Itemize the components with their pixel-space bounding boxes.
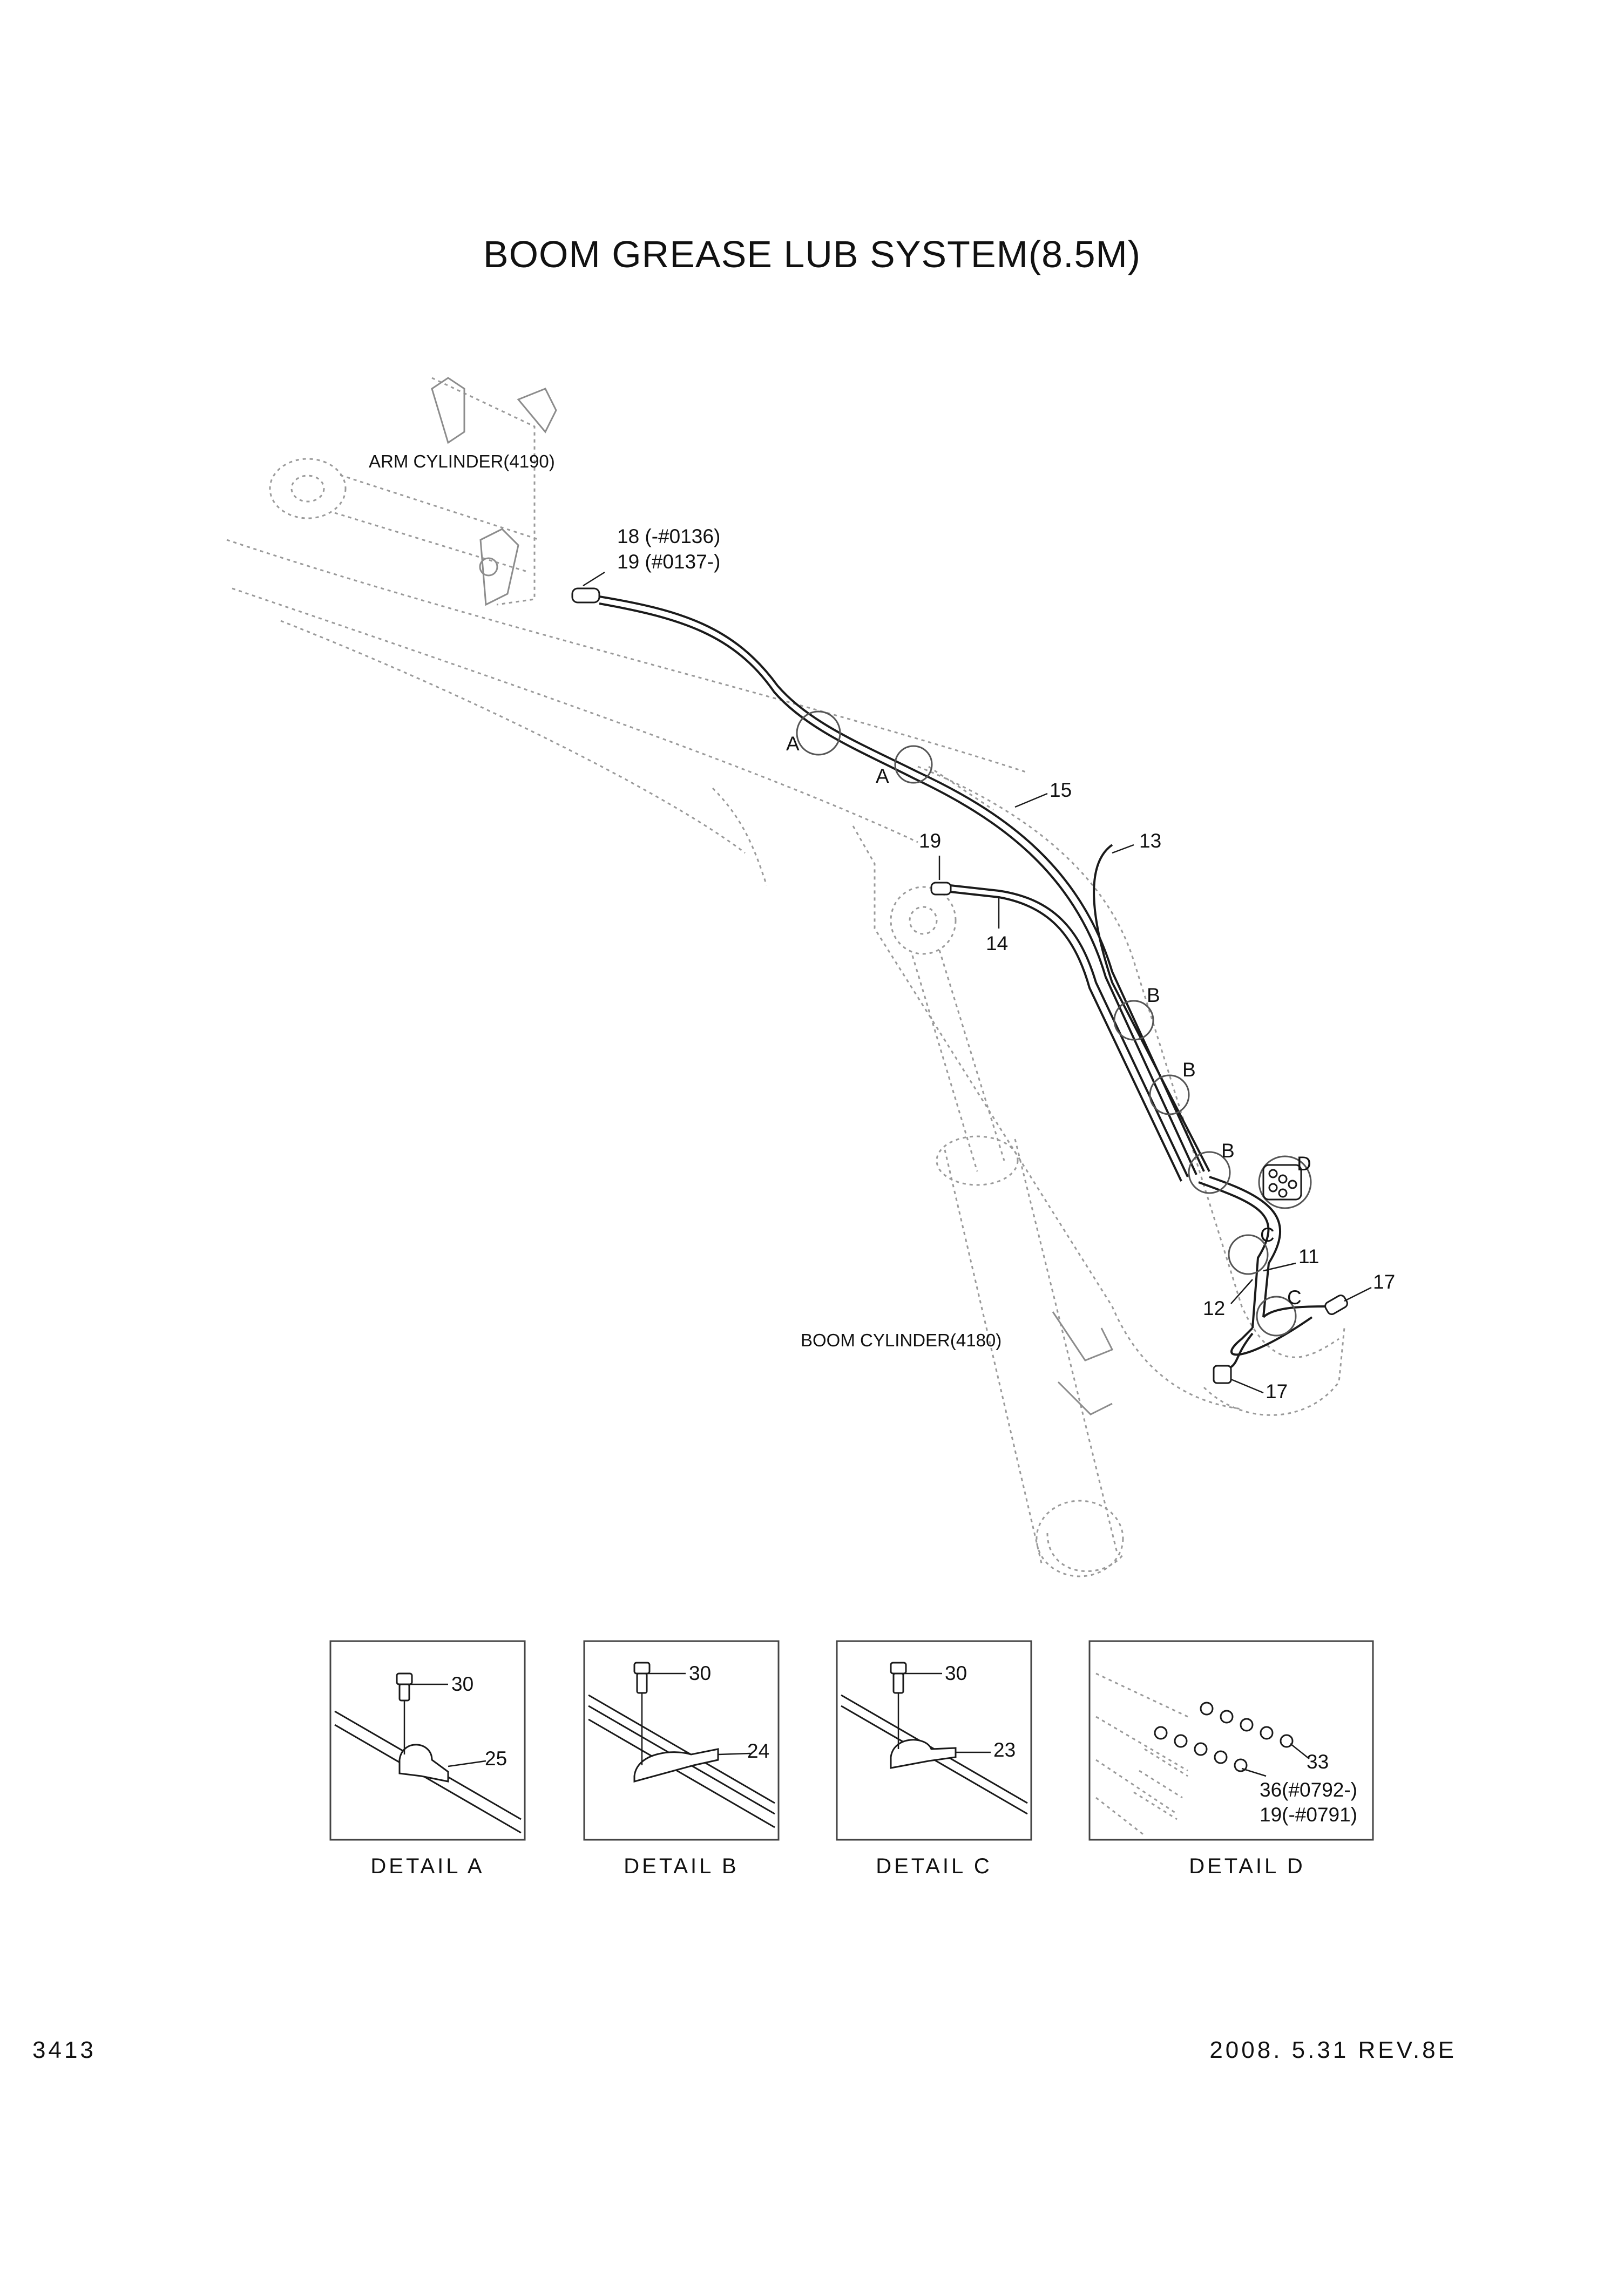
detail-d-36: 36(#0792-)	[1260, 1779, 1357, 1801]
callout-14: 14	[986, 932, 1008, 954]
callout-13: 13	[1139, 830, 1161, 852]
detail-b-panel: 30 24 DETAIL B	[583, 1640, 780, 1878]
detail-a-bolt: 30	[451, 1673, 473, 1695]
callout-15: 15	[1050, 779, 1072, 801]
label-boom-cylinder: BOOM CYLINDER(4180)	[801, 1330, 1002, 1350]
label-arm-cylinder: ARM CYLINDER(4190)	[369, 451, 555, 471]
detail-b-bolt: 30	[689, 1662, 711, 1684]
callout-19-top: 19 (#0137-)	[617, 551, 720, 573]
ghost-boom-outline	[226, 377, 1345, 1577]
callout-b2: B	[1182, 1059, 1196, 1081]
callout-b1: B	[1147, 984, 1160, 1006]
clamp-a2	[894, 745, 933, 784]
callout-18: 18 (-#0136)	[617, 525, 720, 547]
detail-a-panel: 30 25 DETAIL A	[329, 1640, 526, 1878]
revision-date: 2008. 5.31 REV.8E	[1209, 2037, 1457, 2063]
detail-d-panel: 33 36(#0792-) 19(-#0791) DETAIL D	[1088, 1640, 1374, 1878]
callout-a1: A	[786, 733, 800, 755]
detail-c-clamp: 23	[993, 1739, 1016, 1761]
detail-a-label: DETAIL A	[370, 1854, 484, 1878]
fitting-19	[930, 882, 952, 896]
hose-fittings	[571, 587, 1348, 1384]
bolt-30-c	[890, 1662, 907, 1675]
clamp-b2	[1149, 1074, 1190, 1115]
page-number: 3413	[32, 2037, 96, 2063]
callout-c1: C	[1260, 1224, 1275, 1246]
detail-c-panel: 30 23 DETAIL C	[836, 1640, 1032, 1878]
bolt-30-b	[633, 1662, 651, 1675]
callout-a2: A	[876, 765, 889, 787]
detail-c-bolt: 30	[945, 1662, 967, 1684]
callout-d: D	[1297, 1153, 1311, 1175]
grease-hoses	[599, 595, 1329, 1382]
detail-d-19: 19(-#0791)	[1260, 1804, 1357, 1826]
detail-d-label: DETAIL D	[1189, 1854, 1305, 1878]
grease-nipples	[1133, 1702, 1294, 1820]
clamp-c2	[1256, 1296, 1297, 1337]
detail-b-clamp: 24	[747, 1740, 769, 1762]
detail-c-label: DETAIL C	[876, 1854, 992, 1878]
bolt-30-a	[396, 1672, 413, 1685]
clamp-c1	[1228, 1234, 1269, 1275]
clamp-b1	[1113, 1000, 1154, 1041]
callout-11: 11	[1298, 1245, 1319, 1268]
clamp-d-block	[1258, 1155, 1312, 1209]
callout-c2: C	[1287, 1286, 1302, 1309]
clamp-a1	[796, 710, 841, 756]
clamp-b3	[1188, 1151, 1231, 1194]
callout-b3: B	[1221, 1140, 1235, 1162]
detail-d-33: 33	[1307, 1751, 1329, 1773]
manifold-d	[1262, 1164, 1302, 1201]
fitting-17-right	[1324, 1295, 1348, 1315]
callout-17-left: 17	[1266, 1380, 1288, 1403]
detail-a-clamp: 25	[485, 1747, 507, 1770]
fitting-17-left	[1213, 1365, 1232, 1384]
leader-lines	[583, 571, 1372, 1394]
diagram-title: BOOM GREASE LUB SYSTEM(8.5M)	[483, 233, 1141, 275]
callout-17-right: 17	[1373, 1271, 1395, 1293]
callout-12: 12	[1203, 1297, 1225, 1319]
fitting-18-19	[571, 587, 600, 604]
callout-19: 19	[919, 830, 941, 852]
clamp-markers	[796, 710, 1312, 1337]
detail-b-label: DETAIL B	[624, 1854, 739, 1878]
